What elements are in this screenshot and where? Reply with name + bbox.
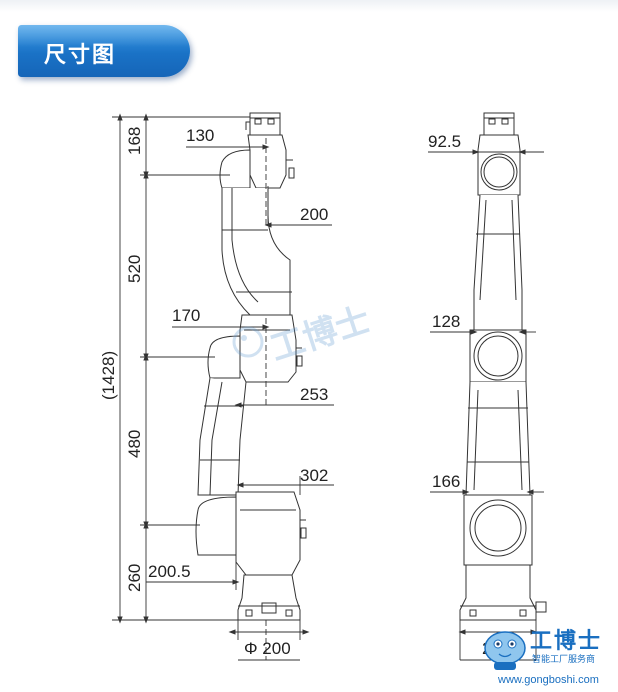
corner-logo: 工博士 智能工厂服务商 www.gongboshi.com [484, 628, 602, 686]
header-tab [18, 25, 190, 77]
dim-1428-label: (1428) [99, 351, 118, 400]
dim-260-label: 260 [125, 564, 144, 592]
side-shoulder [195, 491, 307, 576]
side-dim-lines [112, 113, 334, 661]
side-forearm [221, 188, 292, 316]
dim-166-label: 166 [432, 472, 460, 491]
front-shoulder [463, 494, 533, 566]
front-view [428, 112, 547, 661]
watermark-mascot-icon [232, 326, 264, 358]
front-forearm [473, 194, 523, 331]
header-title: 尺寸图 [44, 43, 117, 68]
dim-200-upper-label: 200 [300, 205, 328, 224]
dim-170-label: 170 [172, 306, 200, 325]
dim-168-label: 168 [125, 127, 144, 155]
dim-480-label: 480 [125, 430, 144, 458]
dim-130-label: 130 [186, 126, 214, 145]
side-base [237, 574, 301, 621]
logo-brand: 工博士 [530, 628, 602, 654]
dim-253-label: 253 [300, 385, 328, 404]
front-dim-lines [428, 149, 544, 661]
side-elbow [207, 314, 303, 383]
side-view [112, 112, 334, 661]
logo-url: www.gongboshi.com [497, 674, 599, 686]
dim-200-5-label: 200.5 [148, 562, 191, 581]
side-upper-arm [197, 377, 247, 496]
front-base [459, 564, 547, 621]
side-dim-labels: 168 520 (1428) 480 260 130 200 170 253 3… [99, 126, 328, 658]
front-tool-flange [483, 112, 515, 136]
front-wrist [476, 134, 522, 196]
dim-302-label: 302 [300, 466, 328, 485]
logo-mascot-icon [484, 631, 526, 670]
dim-base-diameter-label: Φ 200 [244, 639, 291, 658]
logo-tagline: 智能工厂服务商 [532, 653, 595, 665]
dim-128-label: 128 [432, 312, 460, 331]
side-tool-flange [245, 112, 281, 136]
side-wrist [219, 134, 295, 189]
front-upper-arm [465, 381, 531, 496]
dim-520-label: 520 [125, 255, 144, 283]
top-shadow [0, 0, 618, 12]
dim-92-5-label: 92.5 [428, 132, 461, 151]
front-elbow [469, 329, 527, 383]
